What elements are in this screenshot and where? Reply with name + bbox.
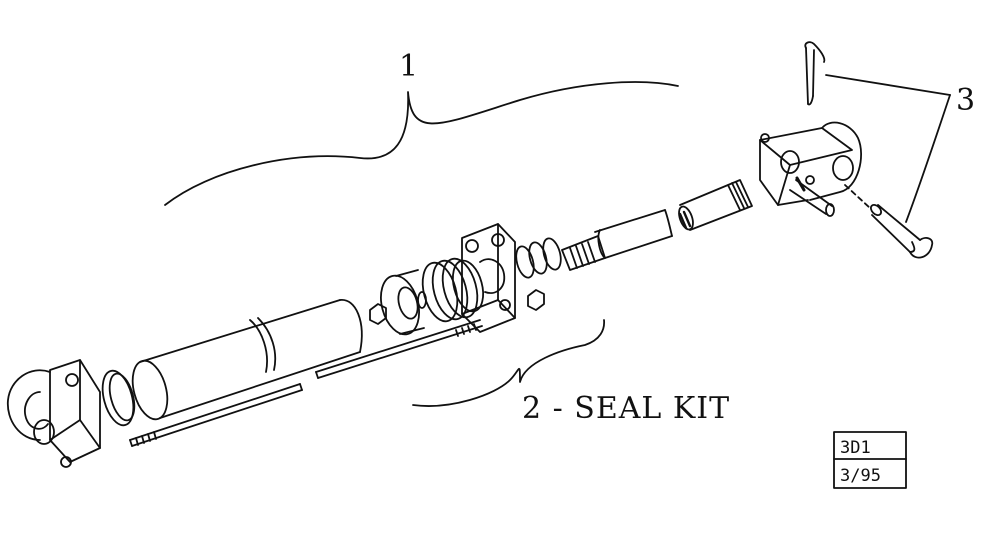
piston [380,269,427,336]
rod-thread-right [678,179,753,231]
brace-1 [164,81,679,206]
stamp-line-1: 3D1 [840,438,871,458]
rod-end-nut [805,175,815,185]
leader-3-lower [905,94,951,223]
tie-rods [129,319,483,447]
callout-label-2: 2 - SEAL KIT [522,391,730,426]
stamp-line-2: 3/95 [840,466,881,486]
base-clevis [7,359,101,468]
seal-rings [515,237,562,279]
clevis-pin [844,184,934,259]
rod-thread-left [561,235,606,271]
callout-label-3: 3 [956,83,976,118]
piston-seal-coil [421,257,485,323]
leader-3-upper [825,74,951,96]
hex-nut-left [369,303,387,325]
piston-rod [594,209,673,259]
barrel [131,299,363,421]
brace-2 [412,319,605,407]
cotter-pin [804,41,826,106]
barrel-oring [101,369,136,427]
hex-nut-right [527,289,545,311]
callout-label-1: 1 [399,49,419,84]
stamp-box [833,431,907,489]
rod-end-clevis [759,121,862,217]
